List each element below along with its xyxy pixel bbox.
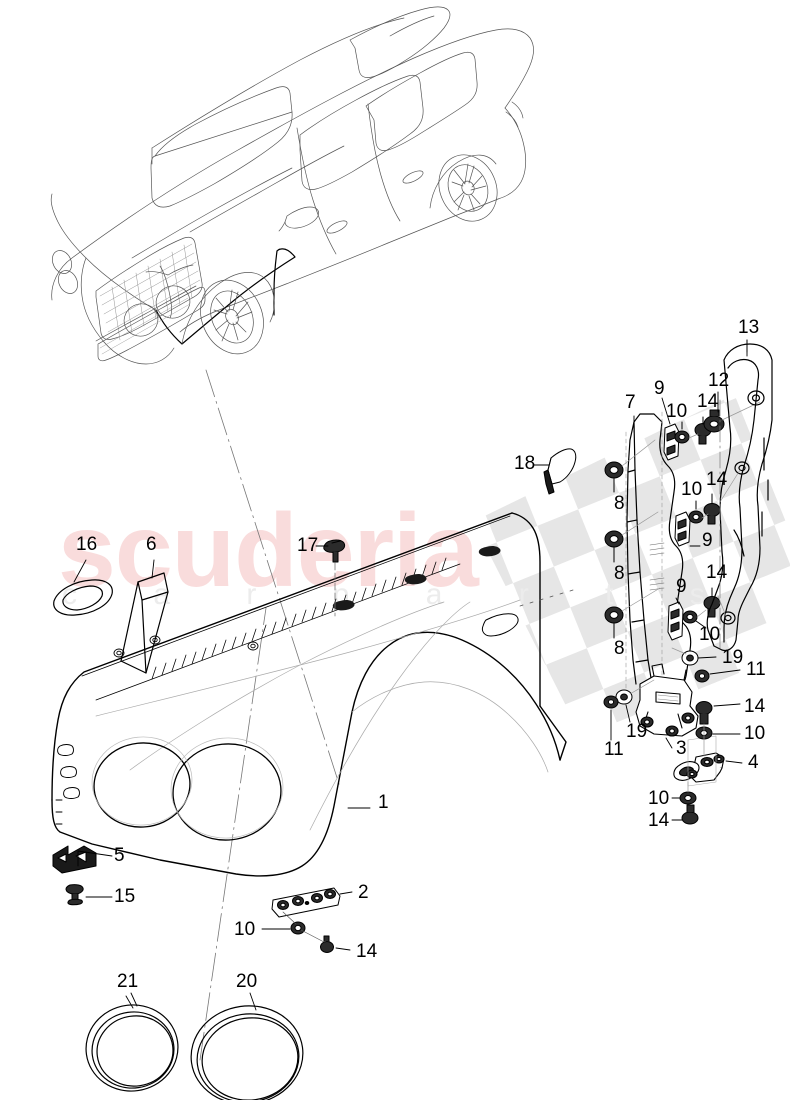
- callout-10-c: 10: [699, 624, 721, 645]
- part-14-bolt-bottom: [320, 935, 334, 953]
- part-7-mounting-rail: [626, 413, 692, 690]
- part-15-expanding-rivet: [65, 884, 84, 906]
- callout-10-e: 10: [744, 723, 766, 744]
- part-19-cap-upper: [681, 650, 699, 666]
- part-10-washer-bottom: [290, 921, 306, 935]
- part-8-spacer-washers: [604, 461, 624, 639]
- callout-10-b: 10: [681, 479, 703, 500]
- part-10-washer-below-4: [679, 791, 697, 805]
- part-20-seal-ring: [190, 1005, 304, 1100]
- part-21-seal-ring: [85, 1004, 179, 1092]
- part-2-reinforcement-strip: [271, 887, 341, 918]
- part-16-oval-grommet: [53, 579, 113, 616]
- callout-10-a: 10: [666, 401, 688, 422]
- callout-14-f: 14: [356, 941, 378, 962]
- part-17-screw: [323, 539, 346, 563]
- callout-4: 4: [748, 752, 759, 773]
- callout-10-f: 10: [234, 919, 256, 940]
- callout-18: 18: [514, 453, 536, 474]
- fender-headlamp-openings: [93, 742, 282, 841]
- part-14-bolt-above-4: [695, 701, 713, 725]
- callout-19-a: 19: [722, 647, 744, 668]
- callout-10-d: 10: [648, 788, 670, 809]
- callout-11-b: 11: [604, 739, 624, 760]
- callout-21: 21: [117, 971, 139, 992]
- callout-15: 15: [114, 886, 136, 907]
- part-3-mounting-bracket: [635, 663, 699, 737]
- part-12-bolt: [703, 409, 725, 433]
- callout-2: 2: [358, 882, 369, 903]
- callout-8-a: 8: [614, 493, 625, 514]
- callout-17: 17: [297, 535, 319, 556]
- part-9-clip-plates: [663, 423, 691, 641]
- vehicle-illustration: [50, 6, 534, 365]
- callout-8-c: 8: [614, 638, 625, 659]
- callout-11-a: 11: [746, 659, 766, 680]
- leader-car-to-fender: [205, 369, 341, 788]
- part-19-cap-lower: [615, 689, 633, 705]
- callout-14-c: 14: [706, 562, 728, 583]
- callout-13: 13: [738, 317, 760, 338]
- part-4-small-bracket: [673, 752, 725, 783]
- callout-9-c: 9: [676, 576, 687, 597]
- callout-5: 5: [114, 845, 125, 866]
- callout-19-b: 19: [626, 721, 648, 742]
- callout-8-b: 8: [614, 563, 625, 584]
- callout-6: 6: [146, 534, 157, 555]
- callout-16: 16: [76, 534, 98, 555]
- callout-1: 1: [378, 792, 389, 813]
- part-11-nut-lower: [603, 695, 619, 709]
- callout-7: 7: [625, 392, 636, 413]
- callout-20: 20: [236, 971, 258, 992]
- callout-3: 3: [676, 738, 687, 759]
- part-14-bolt-below-4: [681, 804, 699, 825]
- callout-14-d: 14: [744, 696, 766, 717]
- leader-fender-to-rings: [199, 607, 267, 1061]
- callout-9-a: 9: [654, 378, 665, 399]
- part-10-washers-right: [674, 421, 707, 629]
- callout-14-a: 14: [697, 391, 719, 412]
- callout-14-b: 14: [706, 469, 728, 490]
- part-1-fender-panel: [51, 512, 567, 877]
- part-11-nut-upper: [694, 669, 710, 683]
- part-5-retaining-clip: [52, 845, 97, 874]
- callout-9-b: 9: [702, 530, 713, 551]
- callout-12: 12: [708, 370, 730, 391]
- callout-14-e: 14: [648, 810, 670, 831]
- part-18-corner-clip: [543, 448, 577, 495]
- part-6-wedge-trim: [120, 572, 169, 674]
